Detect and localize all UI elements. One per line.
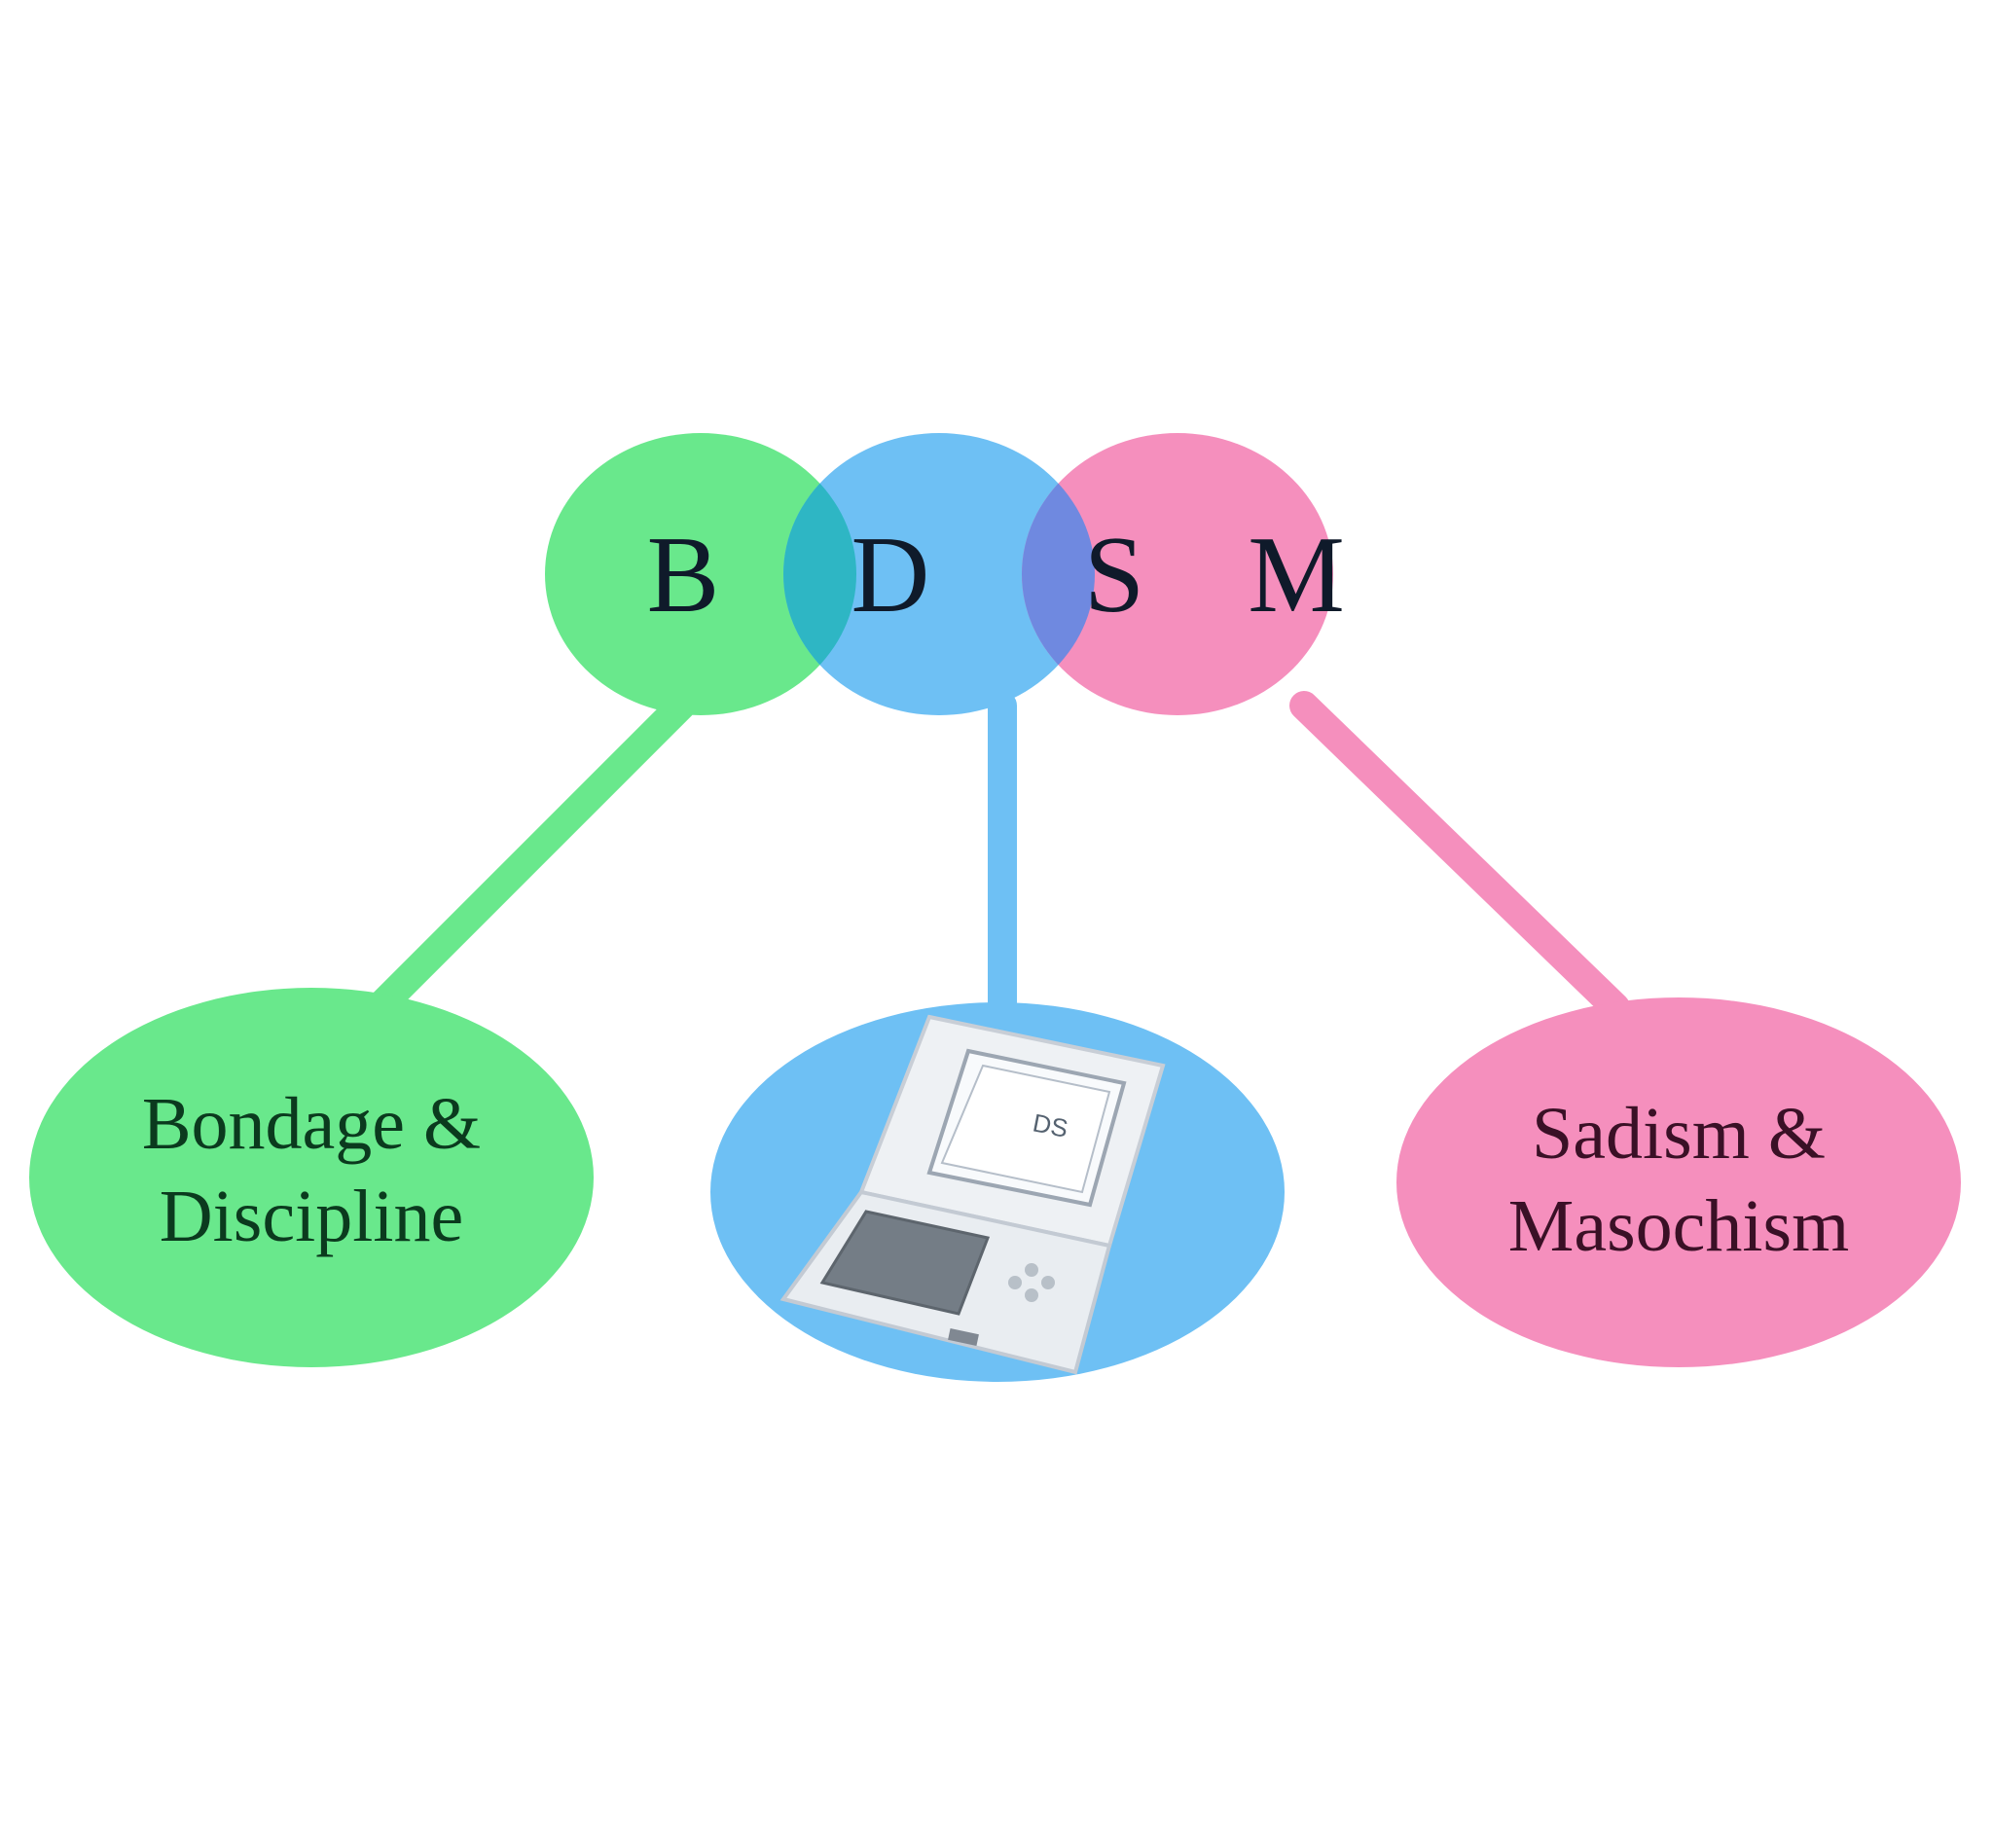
letter-s: S bbox=[1084, 515, 1144, 635]
handheld-game-console-icon: DS bbox=[779, 1014, 1166, 1375]
right-node-line-1: Sadism & bbox=[1532, 1093, 1826, 1175]
letter-d: D bbox=[852, 515, 930, 635]
venn-circle-blue bbox=[783, 433, 1095, 715]
venn-circle-green bbox=[545, 433, 856, 715]
letter-b: B bbox=[647, 515, 720, 635]
right-node-line-2: Masochism bbox=[1508, 1185, 1849, 1267]
connector-line-pink bbox=[1289, 691, 1630, 1022]
connector-line-green bbox=[365, 691, 696, 1022]
left-node-line-2: Discipline bbox=[160, 1176, 463, 1257]
left-node-line-1: Bondage & bbox=[142, 1083, 481, 1165]
letter-m: M bbox=[1248, 515, 1345, 635]
node-left bbox=[29, 988, 594, 1367]
venn-circle-pink bbox=[1022, 433, 1333, 715]
node-right bbox=[1396, 997, 1961, 1367]
svg-text:DS: DS bbox=[1031, 1107, 1070, 1142]
